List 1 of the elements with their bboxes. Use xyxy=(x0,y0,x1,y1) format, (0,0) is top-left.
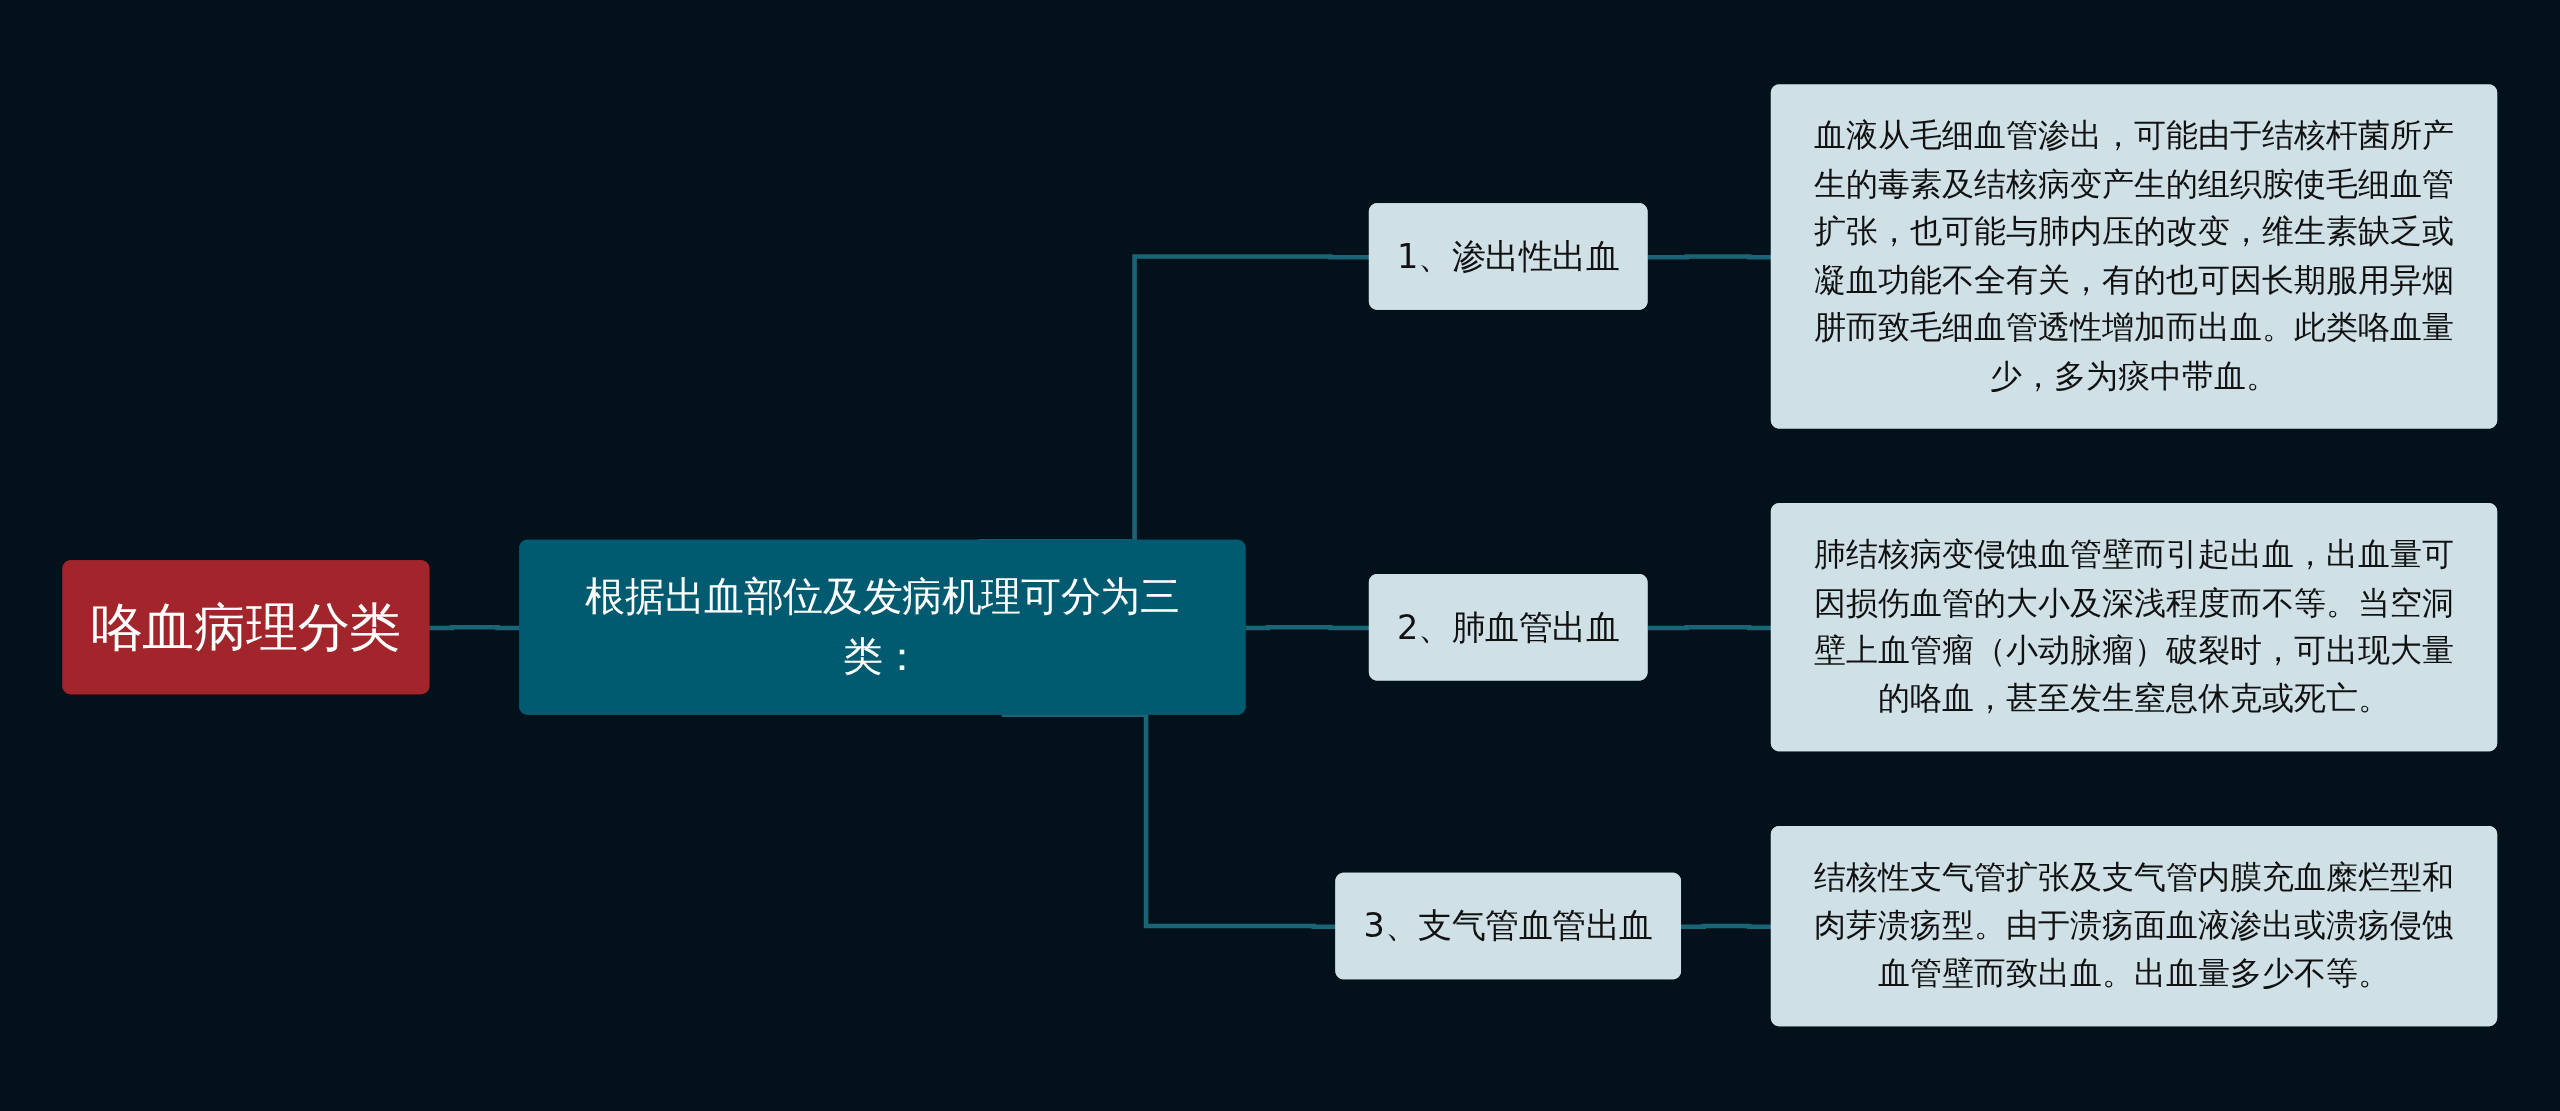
connector xyxy=(429,625,521,631)
